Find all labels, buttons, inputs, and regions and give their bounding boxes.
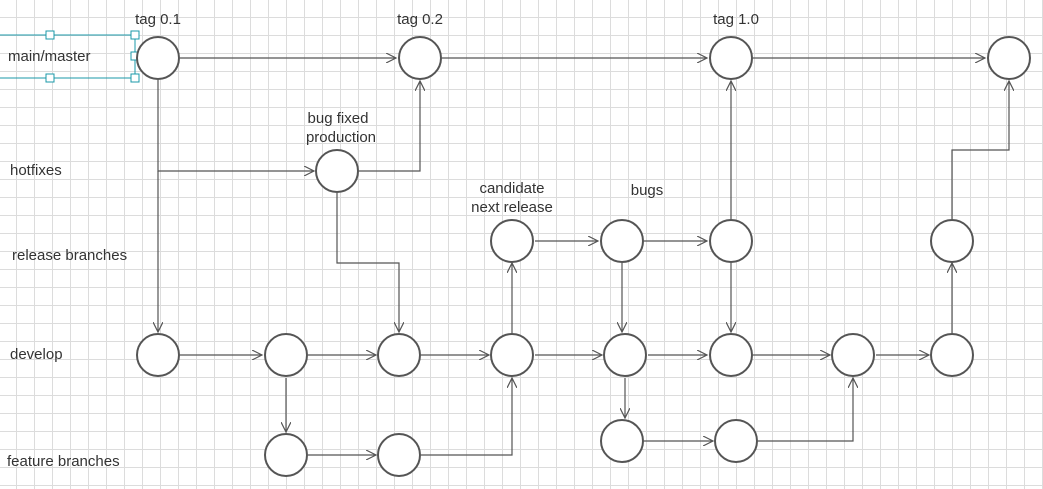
note-next-release: next release: [471, 199, 553, 216]
commit-nodes: [136, 36, 1031, 477]
commit-node-feature-3[interactable]: [600, 419, 644, 463]
edge-hotfix-to-main: [359, 81, 420, 172]
commit-node-develop-7[interactable]: [831, 333, 875, 377]
tag-label-1-0: tag 1.0: [713, 11, 759, 28]
note-production: production: [306, 129, 376, 146]
note-bugs: bugs: [631, 182, 664, 199]
lane-label-main: main/master: [8, 48, 91, 65]
commit-node-main-3[interactable]: [709, 36, 753, 80]
lane-label-develop: develop: [10, 346, 63, 363]
note-bug-fixed: bug fixed: [308, 110, 369, 127]
commit-node-release-2[interactable]: [600, 219, 644, 263]
edge-hotfix-to-develop: [336, 193, 399, 332]
commit-node-feature-4[interactable]: [714, 419, 758, 463]
commit-node-main-4[interactable]: [987, 36, 1031, 80]
resize-handle[interactable]: [45, 30, 55, 40]
edge-feature-1-to-develop: [421, 378, 512, 456]
resize-handle[interactable]: [130, 30, 140, 40]
lane-label-feature: feature branches: [7, 453, 120, 470]
commit-node-main-1[interactable]: [136, 36, 180, 80]
commit-node-develop-1[interactable]: [136, 333, 180, 377]
commit-node-release-3[interactable]: [709, 219, 753, 263]
tag-label-0-1: tag 0.1: [135, 11, 181, 28]
note-candidate: candidate: [479, 180, 544, 197]
commit-node-hotfix[interactable]: [315, 149, 359, 193]
commit-node-feature-1[interactable]: [264, 433, 308, 477]
edge-main-to-hotfix: [157, 80, 314, 171]
commit-node-develop-2[interactable]: [264, 333, 308, 377]
commit-node-develop-3[interactable]: [377, 333, 421, 377]
commit-node-develop-4[interactable]: [490, 333, 534, 377]
commit-node-develop-8[interactable]: [930, 333, 974, 377]
commit-node-release-4[interactable]: [930, 219, 974, 263]
commit-node-main-2[interactable]: [398, 36, 442, 80]
commit-node-develop-6[interactable]: [709, 333, 753, 377]
lane-label-hotfixes: hotfixes: [10, 162, 62, 179]
resize-handle[interactable]: [45, 73, 55, 83]
tag-label-0-2: tag 0.2: [397, 11, 443, 28]
lane-label-release: release branches: [12, 247, 127, 264]
edge-release-2-to-main: [951, 81, 1009, 219]
commit-node-release-1[interactable]: [490, 219, 534, 263]
commit-node-develop-5[interactable]: [603, 333, 647, 377]
commit-node-feature-2[interactable]: [377, 433, 421, 477]
resize-handle[interactable]: [130, 73, 140, 83]
edge-feature-2-to-develop: [758, 378, 853, 442]
